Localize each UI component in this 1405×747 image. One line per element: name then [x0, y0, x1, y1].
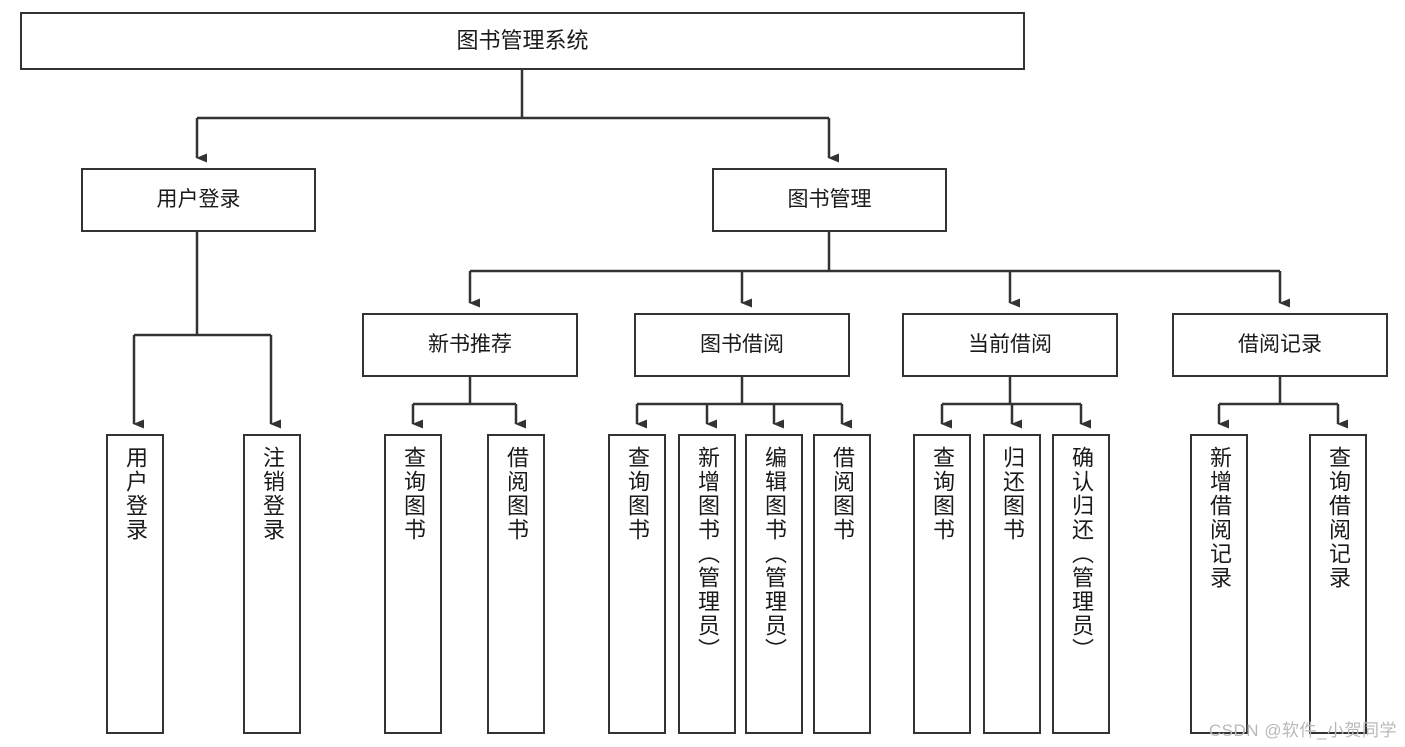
node-new-book-recommend-label: 新书推荐 [428, 332, 512, 356]
leaf-user-login[interactable]: 用户登录 [106, 434, 164, 734]
leaf-logout-label: 注销登录 [260, 446, 285, 542]
leaf-edit-book-admin-label: 编辑图书（管理员） [762, 446, 787, 662]
leaf-add-book-admin[interactable]: 新增图书（管理员） [678, 434, 736, 734]
node-user-login[interactable]: 用户登录 [81, 168, 316, 232]
leaf-return-book-label: 归还图书 [1000, 446, 1025, 542]
leaf-edit-book-admin[interactable]: 编辑图书（管理员） [745, 434, 803, 734]
leaf-confirm-return-admin[interactable]: 确认归还（管理员） [1052, 434, 1110, 734]
leaf-query-book-recommend-label: 查询图书 [401, 446, 426, 542]
leaf-borrow-book[interactable]: 借阅图书 [813, 434, 871, 734]
node-new-book-recommend[interactable]: 新书推荐 [362, 313, 578, 377]
node-current-borrow[interactable]: 当前借阅 [902, 313, 1118, 377]
node-book-management[interactable]: 图书管理 [712, 168, 947, 232]
node-book-borrow[interactable]: 图书借阅 [634, 313, 850, 377]
leaf-confirm-return-admin-label: 确认归还（管理员） [1069, 446, 1094, 662]
leaf-query-book-current-label: 查询图书 [930, 446, 955, 542]
csdn-watermark: CSDN @软件_小贺同学 [1208, 721, 1397, 740]
leaf-query-book-current[interactable]: 查询图书 [913, 434, 971, 734]
leaf-user-login-label: 用户登录 [123, 446, 148, 542]
node-current-borrow-label: 当前借阅 [968, 332, 1052, 356]
node-root[interactable]: 图书管理系统 [20, 12, 1025, 70]
leaf-query-borrow-record-label: 查询借阅记录 [1326, 446, 1351, 590]
leaf-borrow-book-label: 借阅图书 [830, 446, 855, 542]
leaf-query-borrow-record[interactable]: 查询借阅记录 [1309, 434, 1367, 734]
leaf-add-book-admin-label: 新增图书（管理员） [695, 446, 720, 662]
node-book-borrow-label: 图书借阅 [700, 332, 784, 356]
leaf-query-book-borrow[interactable]: 查询图书 [608, 434, 666, 734]
node-book-management-label: 图书管理 [787, 187, 872, 211]
node-borrow-record[interactable]: 借阅记录 [1172, 313, 1388, 377]
node-borrow-record-label: 借阅记录 [1238, 332, 1322, 356]
leaf-query-book-recommend[interactable]: 查询图书 [384, 434, 442, 734]
leaf-borrow-book-recommend-label: 借阅图书 [504, 446, 529, 542]
leaf-add-borrow-record-label: 新增借阅记录 [1207, 446, 1232, 590]
leaf-borrow-book-recommend[interactable]: 借阅图书 [487, 434, 545, 734]
leaf-return-book[interactable]: 归还图书 [983, 434, 1041, 734]
node-user-login-label: 用户登录 [156, 187, 241, 211]
leaf-query-book-borrow-label: 查询图书 [625, 446, 650, 542]
node-root-label: 图书管理系统 [456, 28, 589, 54]
leaf-add-borrow-record[interactable]: 新增借阅记录 [1190, 434, 1248, 734]
leaf-logout[interactable]: 注销登录 [243, 434, 301, 734]
